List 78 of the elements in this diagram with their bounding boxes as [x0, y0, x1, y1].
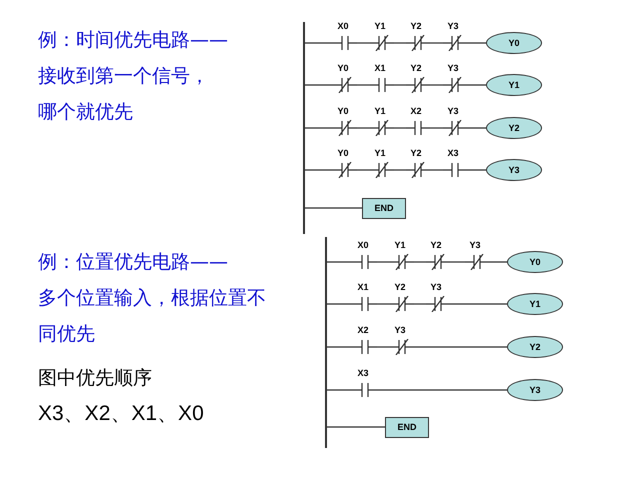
rung-wire	[357, 42, 370, 44]
rung-wire	[414, 303, 426, 305]
rung-wire	[305, 207, 362, 209]
rung-wire	[327, 261, 353, 263]
rung-wire	[305, 42, 333, 44]
rung-wire	[377, 303, 390, 305]
output-coil: Y3	[507, 379, 563, 401]
contact-label: X2	[356, 325, 370, 336]
rung-wire	[450, 303, 507, 305]
rung-wire	[394, 169, 406, 171]
output-coil: Y3	[486, 159, 542, 181]
contact-label: Y3	[446, 21, 460, 32]
contact-label: X1	[373, 63, 386, 74]
rung-wire	[357, 84, 370, 86]
contact-label: Y2	[429, 240, 442, 251]
rung-wire	[327, 426, 385, 428]
contact-label: X1	[356, 282, 370, 293]
rung-wire	[489, 261, 507, 263]
end-instruction-box: END	[362, 198, 406, 219]
rung-wire	[430, 127, 443, 129]
contact-label: Y3	[393, 325, 406, 336]
contact-label: X2	[409, 106, 422, 117]
contact-label: X3	[356, 368, 370, 379]
text-line: 多个位置输入，根据位置不同优先	[38, 286, 267, 347]
rung-wire	[377, 346, 390, 348]
contact-label: Y1	[373, 148, 386, 159]
output-coil: Y2	[507, 336, 563, 358]
contact-label: Y1	[373, 106, 386, 117]
rung-wire	[467, 42, 486, 44]
rung-wire	[394, 84, 406, 86]
contact-label: Y3	[446, 63, 460, 74]
contact-label: X3	[446, 148, 460, 159]
contact-label: Y3	[429, 282, 442, 293]
contact-label: Y0	[336, 63, 350, 74]
contact-label: Y2	[409, 21, 422, 32]
rung-wire	[430, 169, 443, 171]
contact-label: Y0	[336, 148, 350, 159]
contact-label: Y1	[373, 21, 386, 32]
rung-wire	[377, 389, 507, 391]
rung-wire	[305, 127, 333, 129]
rung-wire	[357, 169, 370, 171]
output-coil: Y0	[486, 32, 542, 54]
end-instruction-box: END	[385, 417, 429, 438]
rung-wire	[394, 127, 406, 129]
contact-label: Y2	[409, 148, 422, 159]
contact-label: Y3	[468, 240, 482, 251]
rung-wire	[450, 261, 465, 263]
rung-wire	[467, 169, 486, 171]
rung-wire	[327, 346, 353, 348]
text-line: 例：位置优先电路——	[38, 250, 229, 275]
rung-wire	[327, 303, 353, 305]
text-line: X3、X2、X1、X0	[38, 401, 205, 427]
text-line: 接收到第一个信号，哪个就优先	[38, 64, 210, 125]
output-coil: Y0	[507, 251, 563, 273]
rung-wire	[394, 42, 406, 44]
text-line: 图中优先顺序	[38, 366, 153, 391]
contact-label: Y1	[393, 240, 406, 251]
output-coil: Y1	[486, 74, 542, 96]
output-coil: Y1	[507, 293, 563, 315]
text-line: 例：时间优先电路——	[38, 28, 229, 53]
contact-label: X0	[336, 21, 350, 32]
contact-label: Y2	[393, 282, 406, 293]
contact-label: X0	[356, 240, 370, 251]
rung-wire	[430, 42, 443, 44]
rung-wire	[305, 84, 333, 86]
rung-wire	[467, 84, 486, 86]
contact-label: Y3	[446, 106, 460, 117]
contact-label: Y2	[409, 63, 422, 74]
rung-wire	[357, 127, 370, 129]
rung-wire	[327, 389, 353, 391]
output-coil: Y2	[486, 117, 542, 139]
rung-wire	[305, 169, 333, 171]
rung-wire	[377, 261, 390, 263]
contact-label: Y0	[336, 106, 350, 117]
rung-wire	[467, 127, 486, 129]
rung-wire	[414, 346, 507, 348]
rung-wire	[430, 84, 443, 86]
rung-wire	[414, 261, 426, 263]
